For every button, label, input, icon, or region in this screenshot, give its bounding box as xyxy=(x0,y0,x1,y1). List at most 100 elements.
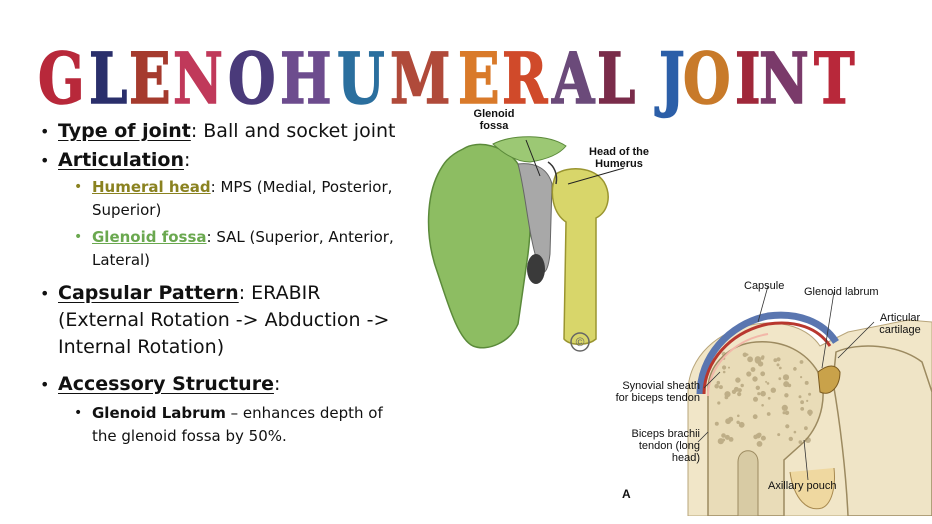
bone-texture-dot xyxy=(738,421,745,428)
bone-texture-dot xyxy=(752,414,758,420)
bone-texture-dot xyxy=(737,388,742,393)
title-letter: H xyxy=(280,37,333,120)
bullet-list: • Type of joint: Ball and socket joint •… xyxy=(40,118,410,452)
bone-texture-dot xyxy=(760,390,766,397)
bullet-accessory-structure: • Accessory Structure: xyxy=(40,371,410,398)
title-letter: E xyxy=(457,37,501,120)
title-letter: L xyxy=(88,37,128,120)
bone-texture-dot xyxy=(765,380,768,383)
bone-texture-dot xyxy=(805,437,811,443)
bone-texture-dot xyxy=(722,370,726,374)
label-capsule: Capsule xyxy=(744,280,785,292)
bullet-dot: • xyxy=(74,405,83,421)
bone-texture-dot xyxy=(800,400,804,405)
bone-texture-dot xyxy=(755,385,760,390)
title-letter: U xyxy=(337,37,386,120)
sub-bullet-humeral-head: • Humeral head: MPS (Medial, Posterior, … xyxy=(74,176,410,222)
bullet-text: : xyxy=(273,373,281,395)
bone-texture-dot xyxy=(736,420,740,424)
bone-texture-dot xyxy=(721,433,726,438)
bone-texture-dot xyxy=(747,356,753,363)
bone-texture-dot xyxy=(757,392,761,396)
shoulder-bones-illustration: © xyxy=(427,136,625,352)
title-letter: O xyxy=(228,37,277,120)
label-glenoid-labrum: Glenoid labrum xyxy=(804,286,879,298)
bullet-dot: • xyxy=(74,179,83,195)
bone-texture-dot xyxy=(724,434,730,440)
bone-texture-dot xyxy=(746,353,749,356)
bone-texture-dot xyxy=(714,383,719,389)
title-letter: G xyxy=(37,37,86,120)
label-biceps-tendon: Biceps brachii tendon (long head) xyxy=(631,428,700,464)
bullet-text: : ERABIR (External Rotation -> Abduction… xyxy=(58,282,390,358)
bone-texture-dot xyxy=(776,363,780,367)
figure-label: A xyxy=(622,487,631,501)
title-letter: M xyxy=(389,37,451,120)
bone-texture-dot xyxy=(782,411,786,415)
bone-texture-dot xyxy=(784,393,789,398)
bone-texture-dot xyxy=(770,387,776,393)
bone-texture-dot xyxy=(773,358,778,363)
bone-texture-dot xyxy=(808,413,812,416)
bone-texture-dot xyxy=(782,374,790,381)
title-letter: I xyxy=(735,37,762,120)
bullet-type-of-joint: • Type of joint: Ball and socket joint xyxy=(40,118,410,145)
bone-texture-dot xyxy=(724,395,729,400)
bone-texture-dot xyxy=(722,438,726,442)
bullet-key: Humeral head xyxy=(92,178,211,196)
bullet-text: – enhances depth of the glenoid fossa by… xyxy=(92,404,383,445)
bone-texture-dot xyxy=(785,424,790,429)
bone-texture-dot xyxy=(735,377,741,383)
bone-texture-dot xyxy=(760,356,765,360)
bullet-key: Glenoid Labrum xyxy=(92,404,226,422)
bullet-dot: • xyxy=(40,375,50,394)
bone-texture-dot xyxy=(750,367,756,372)
bone-texture-dot xyxy=(793,367,797,371)
bone-texture-dot xyxy=(754,356,761,363)
bone-texture-dot xyxy=(766,412,771,416)
bullet-key: Glenoid fossa xyxy=(92,228,207,246)
bone-texture-dot xyxy=(717,401,721,405)
bone-texture-dot xyxy=(746,371,752,377)
bone-texture-dot xyxy=(760,371,766,377)
title-letter: T xyxy=(813,37,856,120)
bone-texture-dot xyxy=(777,433,781,437)
sub-bullet-glenoid-labrum: • Glenoid Labrum – enhances depth of the… xyxy=(74,402,410,448)
bone-texture-dot xyxy=(766,382,770,385)
shoulder-capsule-illustration xyxy=(687,285,932,517)
bone-texture-dot xyxy=(725,418,731,425)
bone-texture-dot xyxy=(798,395,802,399)
bone-texture-dot xyxy=(728,366,730,369)
bone-texture-dot xyxy=(716,380,721,385)
title-letter: J xyxy=(659,37,686,120)
title-letter: O xyxy=(683,37,732,120)
bone-texture-dot xyxy=(737,414,740,418)
label-synovial-sheath: Synovial sheath for biceps tendon xyxy=(615,380,700,404)
label-axillary-pouch: Axillary pouch xyxy=(768,480,837,492)
title-letter: N xyxy=(758,37,810,120)
bone-texture-dot xyxy=(767,396,771,400)
bullet-key: Type of joint xyxy=(58,120,191,142)
bone-texture-dot xyxy=(793,430,797,434)
bullet-articulation: • Articulation: xyxy=(40,147,410,174)
bone-texture-dot xyxy=(783,381,790,388)
bullet-capsular-pattern: • Capsular Pattern: ERABIR (External Rot… xyxy=(40,280,410,361)
bone-texture-dot xyxy=(737,392,742,397)
bone-texture-dot xyxy=(781,404,788,411)
bullet-text: : SAL (Superior, Anterior, Lateral) xyxy=(92,228,394,269)
shoulder-capsule-figure: Capsule Glenoid labrum Articular cartila… xyxy=(608,272,932,517)
bone-texture-dot xyxy=(776,357,781,362)
bone-texture-dot xyxy=(761,404,764,407)
bone-texture-dot xyxy=(756,441,763,447)
bone-texture-dot xyxy=(778,366,782,370)
bullet-dot: • xyxy=(74,229,83,245)
bullet-text: : Ball and socket joint xyxy=(190,120,396,142)
bone-texture-dot xyxy=(728,437,734,442)
bone-texture-dot xyxy=(807,409,813,416)
bullet-key: Accessory Structure xyxy=(58,373,274,395)
label-articular-cartilage: Articular cartilage xyxy=(879,312,921,336)
bone-texture-dot xyxy=(736,388,739,391)
bone-texture-dot xyxy=(753,396,758,402)
bone-texture-dot xyxy=(760,435,766,441)
